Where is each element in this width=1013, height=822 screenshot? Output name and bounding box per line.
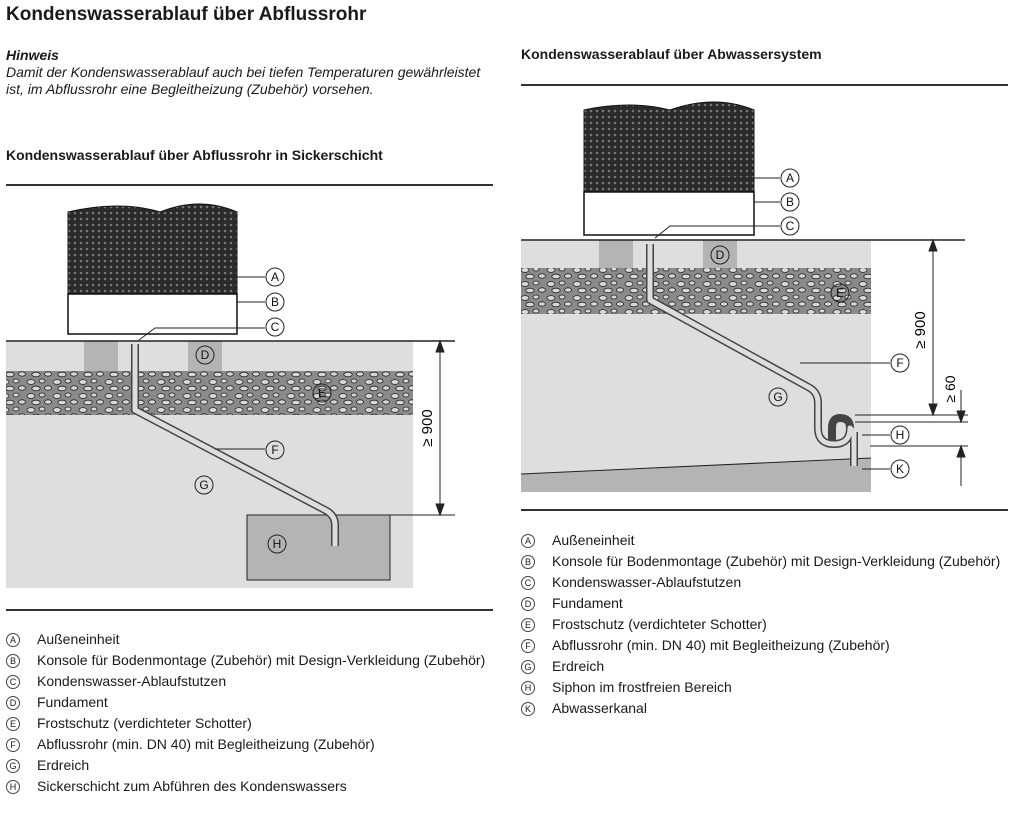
- right-dimension-small: ≥ 60: [942, 375, 958, 402]
- callout-a: A: [786, 171, 794, 185]
- callout-b: B: [271, 295, 279, 309]
- callout-e: E: [836, 286, 844, 300]
- seepage-pit: [246, 514, 391, 581]
- callout-k: K: [896, 462, 904, 476]
- right-bottom-rule: [521, 509, 1008, 511]
- sewer-channel: [521, 458, 871, 492]
- right-diagram: ≥ 900 ≥ 60 A B C D E F G H K: [520, 101, 968, 492]
- right-top-rule: [521, 84, 1008, 86]
- gravel-layer: [521, 268, 871, 314]
- callout-f: F: [271, 443, 278, 457]
- right-dimension-main: ≥ 900: [912, 311, 929, 348]
- left-top-rule: [6, 184, 493, 186]
- right-section-heading: Kondenswasserablauf über Abwassersystem: [521, 46, 822, 62]
- outdoor-unit: [67, 203, 238, 295]
- callout-c: C: [786, 219, 795, 233]
- left-bottom-rule: [6, 609, 493, 611]
- callout-b: B: [786, 195, 794, 209]
- callout-d: D: [201, 348, 210, 362]
- callout-h: H: [273, 537, 282, 551]
- foundation-block: [703, 240, 737, 268]
- console-box: [583, 191, 755, 236]
- gravel-layer: [6, 371, 413, 415]
- note-box: Hinweis Damit der Kondenswasserablauf au…: [6, 47, 494, 98]
- callout-e: E: [318, 386, 326, 400]
- callout-a: A: [271, 270, 279, 284]
- callout-f: F: [896, 356, 903, 370]
- callout-d: D: [716, 248, 725, 262]
- note-heading: Hinweis: [6, 47, 59, 63]
- outdoor-unit: [583, 101, 755, 193]
- page-title: Kondenswasserablauf über Abflussrohr: [6, 4, 367, 25]
- left-dimension-label: ≥ 900: [419, 409, 436, 446]
- foundation-block: [599, 240, 633, 268]
- callout-c: C: [271, 320, 280, 334]
- callout-g: G: [773, 390, 782, 404]
- left-diagram: ≥ 900 A B C D E F G H: [6, 203, 455, 588]
- left-section-heading: Kondenswasserablauf über Abflussrohr in …: [6, 147, 383, 163]
- note-text: Damit der Kondenswasserablauf auch bei t…: [6, 64, 481, 97]
- foundation-block: [84, 341, 118, 371]
- callout-g: G: [199, 478, 208, 492]
- callout-h: H: [896, 428, 905, 442]
- console-box: [67, 293, 238, 335]
